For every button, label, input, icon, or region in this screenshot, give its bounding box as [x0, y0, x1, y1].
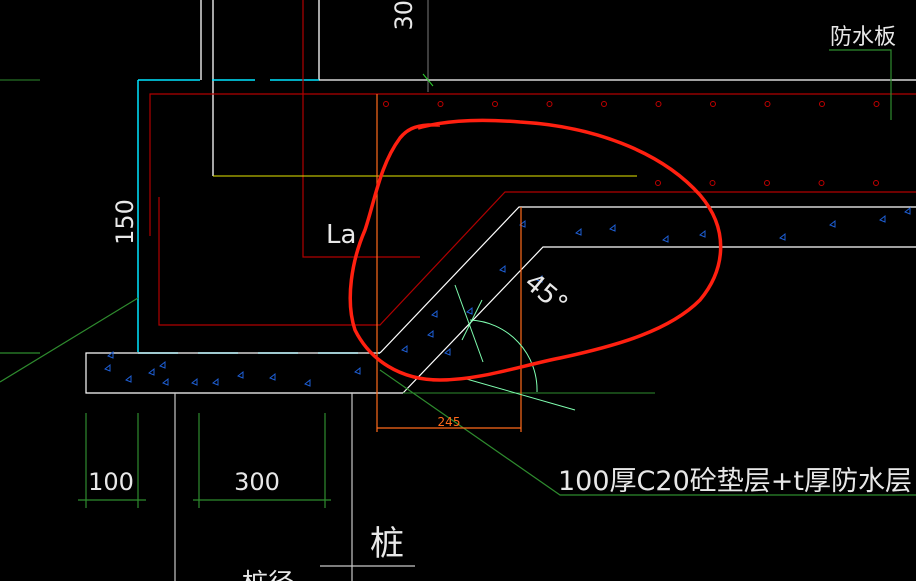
rebar-dot	[492, 101, 498, 107]
hatch-mark	[575, 227, 582, 236]
cushion-note: 100厚C20砼垫层+t厚防水层	[558, 466, 912, 497]
hatch-mark	[699, 229, 706, 238]
rebar-dot	[873, 180, 879, 186]
markup-circle	[348, 118, 723, 382]
hatch-mark	[191, 377, 198, 386]
hatch-mark	[212, 377, 219, 386]
dimension-300-text: 300	[234, 468, 280, 496]
hatch-mark	[159, 360, 166, 369]
rebar-dot	[764, 180, 770, 186]
hatch-mark	[444, 347, 451, 356]
hatch-mark	[401, 344, 408, 353]
slope-dimension-text: 245	[438, 415, 461, 429]
rebar-dot	[709, 180, 716, 186]
dimension-100-text: 100	[88, 468, 134, 496]
dimension-lines	[0, 49, 916, 508]
anchor-length-label: La	[326, 220, 356, 250]
rebar-dot	[710, 101, 716, 107]
rebar-dot	[437, 101, 444, 107]
hatch-mark	[779, 232, 786, 241]
top-dimension-text: 30	[390, 0, 418, 31]
hatch-mark	[269, 372, 276, 381]
hatch-mark	[519, 219, 526, 228]
wall-dimension-text: 150	[111, 199, 139, 245]
hatch-mark	[662, 234, 669, 243]
waterproof-slab-label: 防水板	[830, 25, 896, 50]
rebar-dots	[383, 101, 880, 186]
pile-lines	[174, 393, 415, 581]
hatch-mark	[104, 363, 111, 372]
hatch-mark	[237, 370, 244, 379]
wall-outlines	[200, 0, 916, 176]
angle-marker	[454, 284, 576, 411]
angle-label: 45°	[519, 267, 574, 320]
hatch-mark	[466, 306, 473, 315]
cushion-slab-outline	[85, 206, 916, 394]
rebar-dot	[655, 180, 661, 186]
hatch-mark	[879, 214, 886, 223]
hatch-mark	[609, 223, 616, 232]
rebar-dot	[819, 101, 825, 107]
hatch-mark	[107, 350, 114, 359]
hatch-mark	[162, 377, 169, 386]
rebar-dot	[764, 101, 771, 107]
hatch-mark	[829, 219, 836, 228]
hatch-mark	[431, 309, 438, 318]
wall-edge-cyan	[137, 79, 380, 354]
hatch-mark	[904, 206, 911, 215]
rebar-lines	[149, 0, 916, 326]
rebar-dot	[546, 101, 553, 107]
rebar-dot	[383, 101, 389, 107]
rebar-dot	[655, 101, 662, 107]
rebar-dot	[818, 180, 825, 186]
axis-tick	[422, 73, 434, 87]
hatch-mark	[125, 374, 132, 383]
pile-diameter-label: 桩径	[242, 569, 294, 581]
hatch-mark	[354, 366, 361, 375]
hatch-mark	[499, 264, 506, 273]
hatch-mark	[304, 378, 311, 387]
concrete-hatch	[104, 206, 911, 387]
hatch-mark	[536, 274, 543, 283]
hatch-mark	[148, 367, 155, 376]
hatch-mark	[427, 329, 434, 338]
rebar-dot	[873, 101, 880, 107]
rebar-dot	[601, 101, 607, 107]
pile-label: 桩	[370, 524, 404, 564]
